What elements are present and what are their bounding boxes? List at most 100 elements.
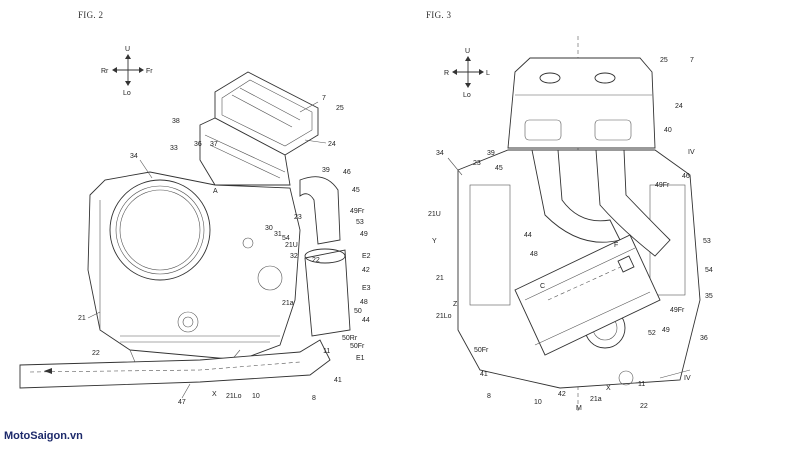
label3-53: 53 xyxy=(703,238,711,245)
label3-10: 10 xyxy=(534,399,542,406)
label3-7: 7 xyxy=(690,57,694,64)
label-21U: 21U xyxy=(285,242,298,249)
fig3-cylinder-head xyxy=(507,57,656,149)
label3-36: 36 xyxy=(700,335,708,342)
label-21a: 21a xyxy=(282,300,294,307)
label-31: 31 xyxy=(274,231,282,238)
axis-up: U xyxy=(125,46,130,53)
label3-40: 40 xyxy=(664,127,672,134)
label-33: 33 xyxy=(170,145,178,152)
label-22: 22 xyxy=(312,257,320,264)
label-50Fr: 50Fr xyxy=(350,343,365,350)
label-46: 46 xyxy=(343,169,351,176)
label3-44: 44 xyxy=(524,232,532,239)
label-21Lo: 21Lo xyxy=(226,393,242,400)
label-54: 54 xyxy=(282,235,290,242)
label-42: 42 xyxy=(362,267,370,274)
label-53: 53 xyxy=(356,219,364,226)
label-X: X xyxy=(212,391,217,398)
fig3-direction-compass: U Lo R L xyxy=(444,48,490,99)
label-22-pipe: 22 xyxy=(92,350,100,357)
figure-3-title: FIG. 3 xyxy=(426,10,452,20)
label-49Fr: 49Fr xyxy=(350,208,365,215)
label3-11: 11 xyxy=(638,381,645,388)
axis3-up: U xyxy=(465,48,470,55)
label-30: 30 xyxy=(265,225,273,232)
label-36: 36 xyxy=(194,141,202,148)
label3-45: 45 xyxy=(495,165,503,172)
label3-35: 35 xyxy=(705,293,713,300)
label3-48: 48 xyxy=(530,251,538,258)
label3-21: 21 xyxy=(436,275,444,282)
label-44: 44 xyxy=(362,317,370,324)
fig3-labels: 25 7 24 40 IV 34 39 23 45 49Fr 46 21U Y … xyxy=(428,57,713,412)
axis-left: Rr xyxy=(101,68,109,75)
label3-F: F xyxy=(614,242,618,249)
label3-39: 39 xyxy=(487,150,495,157)
label3-49: 49 xyxy=(662,327,670,334)
label-23: 23 xyxy=(294,214,302,221)
watermark: MotoSaigon.vn xyxy=(4,430,83,442)
fig2-cylinder-head xyxy=(199,71,319,186)
fig2-drawing: U Lo Rr Fr xyxy=(19,46,371,406)
label3-X: X xyxy=(606,385,611,392)
label-10: 10 xyxy=(252,393,260,400)
label3-54: 54 xyxy=(705,267,713,274)
label-11: 11 xyxy=(323,348,330,355)
label-48: 48 xyxy=(360,299,368,306)
label-50: 50 xyxy=(354,308,362,315)
label-45: 45 xyxy=(352,187,360,194)
label3-41: 41 xyxy=(480,371,488,378)
fig2-labels: 7 25 38 37 24 36 33 34 39 46 A 45 23 49F… xyxy=(78,95,371,406)
label3-42: 42 xyxy=(558,391,566,398)
label3-52: 52 xyxy=(648,330,656,337)
label3-49Fr-lower: 49Fr xyxy=(670,307,685,314)
label3-21a: 21a xyxy=(590,396,602,403)
label-E2: E2 xyxy=(362,253,371,260)
label-7: 7 xyxy=(322,95,326,102)
label-32: 32 xyxy=(290,253,298,260)
label3-IV-bottom: IV xyxy=(684,375,691,382)
label3-23: 23 xyxy=(473,160,481,167)
label3-46: 46 xyxy=(682,173,690,180)
label-39: 39 xyxy=(322,167,330,174)
label-E3: E3 xyxy=(362,285,371,292)
fig2-direction-compass: U Lo Rr Fr xyxy=(101,46,153,97)
label3-IV-top: IV xyxy=(688,149,695,156)
label3-49Fr: 49Fr xyxy=(655,182,670,189)
axis-right: Fr xyxy=(146,68,153,75)
label3-24: 24 xyxy=(675,103,683,110)
label-41: 41 xyxy=(334,377,342,384)
axis-down: Lo xyxy=(123,90,131,97)
label-34: 34 xyxy=(130,153,138,160)
label3-Y: Y xyxy=(432,238,437,245)
label-49: 49 xyxy=(360,231,368,238)
fig3-exhaust-headers xyxy=(514,149,671,356)
label3-21Lo: 21Lo xyxy=(436,313,452,320)
label3-Z: Z xyxy=(453,301,458,308)
axis3-left: R xyxy=(444,70,449,77)
label-37: 37 xyxy=(210,141,218,148)
axis3-down: Lo xyxy=(463,92,471,99)
label-25: 25 xyxy=(336,105,344,112)
label3-M: M xyxy=(576,405,582,412)
label-38: 38 xyxy=(172,118,180,125)
label-E1: E1 xyxy=(356,355,365,362)
label3-C: C xyxy=(540,283,545,290)
figure-2-title: FIG. 2 xyxy=(78,10,104,20)
label3-22: 22 xyxy=(640,403,648,410)
label3-21U: 21U xyxy=(428,211,441,218)
axis3-right: L xyxy=(486,70,490,77)
fig2-crankcase xyxy=(87,171,301,363)
label-A: A xyxy=(213,188,218,195)
label-47: 47 xyxy=(178,399,186,406)
label-50Rr: 50Rr xyxy=(342,335,358,342)
label-24: 24 xyxy=(328,141,336,148)
label3-8: 8 xyxy=(487,393,491,400)
label3-34: 34 xyxy=(436,150,444,157)
fig3-drawing: U Lo R L xyxy=(428,36,713,412)
label3-50Fr: 50Fr xyxy=(474,347,489,354)
fig2-exhaust xyxy=(19,176,351,389)
label-8: 8 xyxy=(312,395,316,402)
